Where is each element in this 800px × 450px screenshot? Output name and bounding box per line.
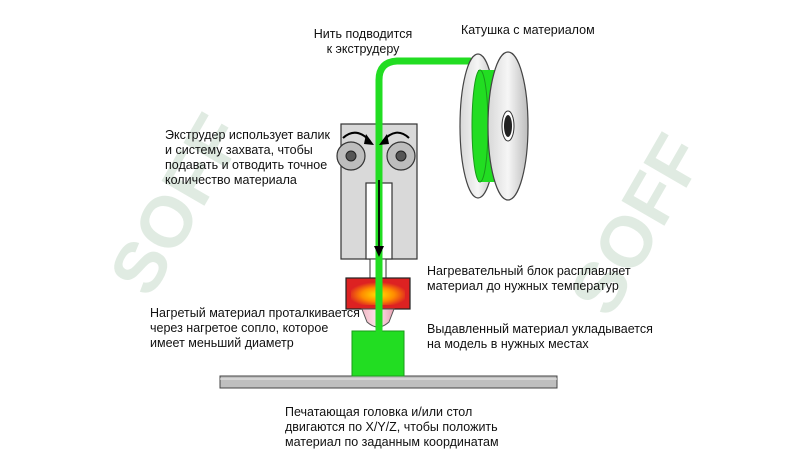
rotation-arrowhead-left-icon <box>364 134 374 145</box>
drive-roller-left <box>336 141 366 171</box>
watermark-text-right: SOFF <box>555 122 720 328</box>
label-heater: Нагревательный блок расплавляет материал… <box>427 264 631 293</box>
printed-model <box>351 330 405 377</box>
label-spool: Катушка с материалом <box>461 23 595 37</box>
label-filament-feed: Нить подводится к экструдеру <box>313 27 413 56</box>
watermark-right: SOFF <box>555 122 720 328</box>
filament-strand <box>375 57 474 334</box>
rotation-arrowhead-right-icon <box>379 134 389 145</box>
print-bed <box>219 375 558 389</box>
filament-direction-arrow-icon <box>374 180 384 257</box>
label-nozzle: Нагретый материал проталкивается через н… <box>150 306 360 350</box>
filament-spool <box>459 51 529 201</box>
drive-roller-right <box>386 141 416 171</box>
label-motion: Печатающая головка и/или стол двигаются … <box>285 405 499 449</box>
label-extruder: Экструдер использует валик и систему зах… <box>165 128 331 187</box>
label-deposit: Выдавленный материал укладывается на мод… <box>427 322 653 351</box>
